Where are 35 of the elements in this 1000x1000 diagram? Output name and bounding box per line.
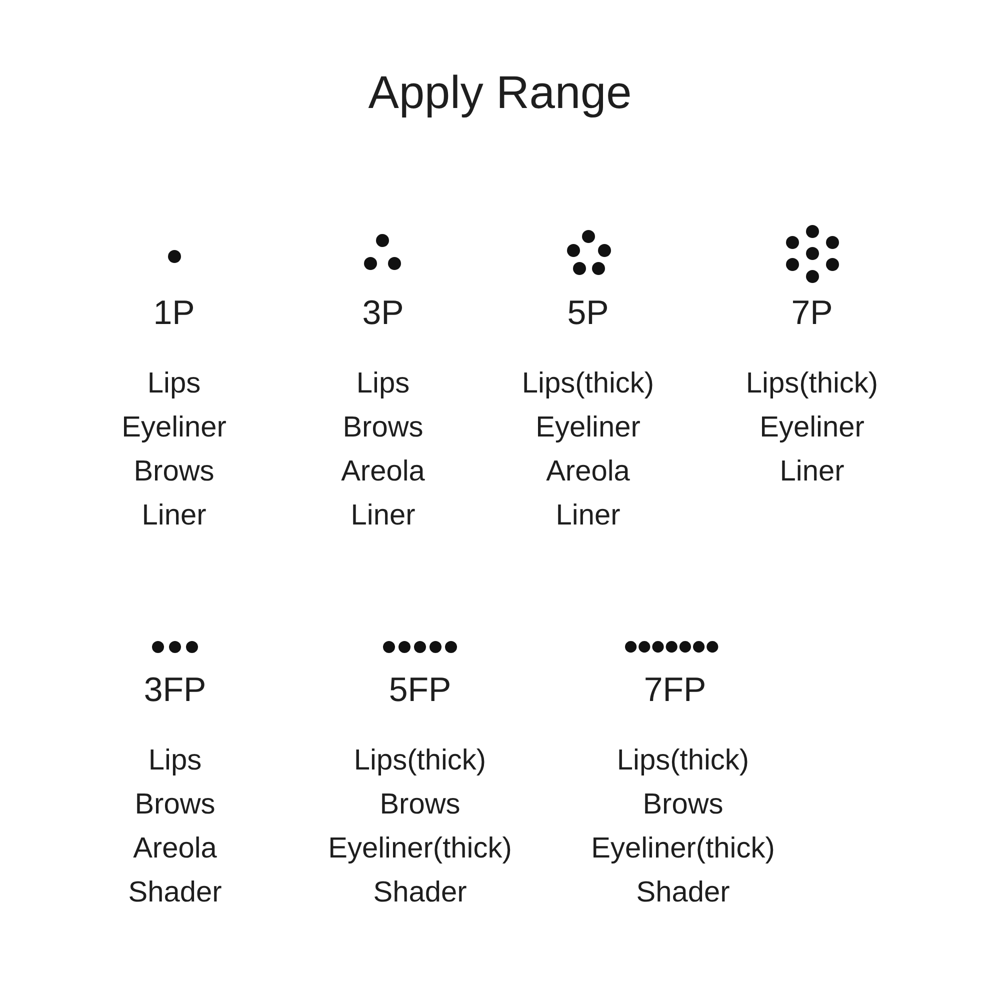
needle-code: 5FP bbox=[388, 673, 452, 707]
usage-text: Eyeliner bbox=[122, 414, 226, 442]
usage-text: Brows bbox=[642, 790, 724, 820]
usage-text: Lips bbox=[148, 746, 202, 776]
usage-text: Areola bbox=[546, 458, 630, 486]
needle-code: 3P bbox=[362, 296, 404, 330]
usage-text: Lips(thick) bbox=[522, 370, 654, 398]
usage-text: Lips bbox=[147, 370, 201, 398]
usage-text: Shader bbox=[636, 878, 730, 908]
usage-text: Lips bbox=[356, 370, 410, 398]
needle-code: 1P bbox=[153, 296, 195, 330]
usage-text: Shader bbox=[128, 878, 222, 908]
usage-text: Brows bbox=[134, 458, 214, 486]
title: Apply Range bbox=[368, 69, 632, 115]
usage-text: Areola bbox=[133, 834, 217, 864]
usage-text: Eyeliner(thick) bbox=[591, 834, 775, 864]
usage-text: Brows bbox=[380, 790, 460, 820]
usage-text: Eyeliner bbox=[536, 414, 640, 442]
needle-code: 3FP bbox=[144, 673, 206, 707]
usage-text: Liner bbox=[142, 502, 206, 530]
needle-code: 7FP bbox=[644, 673, 706, 707]
needle-code: 7P bbox=[791, 296, 833, 330]
usage-text: Lips(thick) bbox=[616, 746, 750, 776]
usage-text: Brows bbox=[342, 414, 424, 442]
needle-code: 5P bbox=[567, 296, 609, 330]
usage-text: Lips(thick) bbox=[354, 746, 486, 776]
usage-text: Eyeliner(thick) bbox=[328, 834, 512, 864]
usage-text: Liner bbox=[780, 458, 844, 486]
usage-text: Shader bbox=[373, 878, 467, 908]
usage-text: Lips(thick) bbox=[746, 370, 878, 398]
usage-text: Eyeliner bbox=[760, 414, 864, 442]
usage-text: Liner bbox=[350, 502, 416, 530]
usage-text: Brows bbox=[134, 790, 216, 820]
usage-text: Liner bbox=[556, 502, 620, 530]
usage-text: Areola bbox=[341, 458, 425, 486]
